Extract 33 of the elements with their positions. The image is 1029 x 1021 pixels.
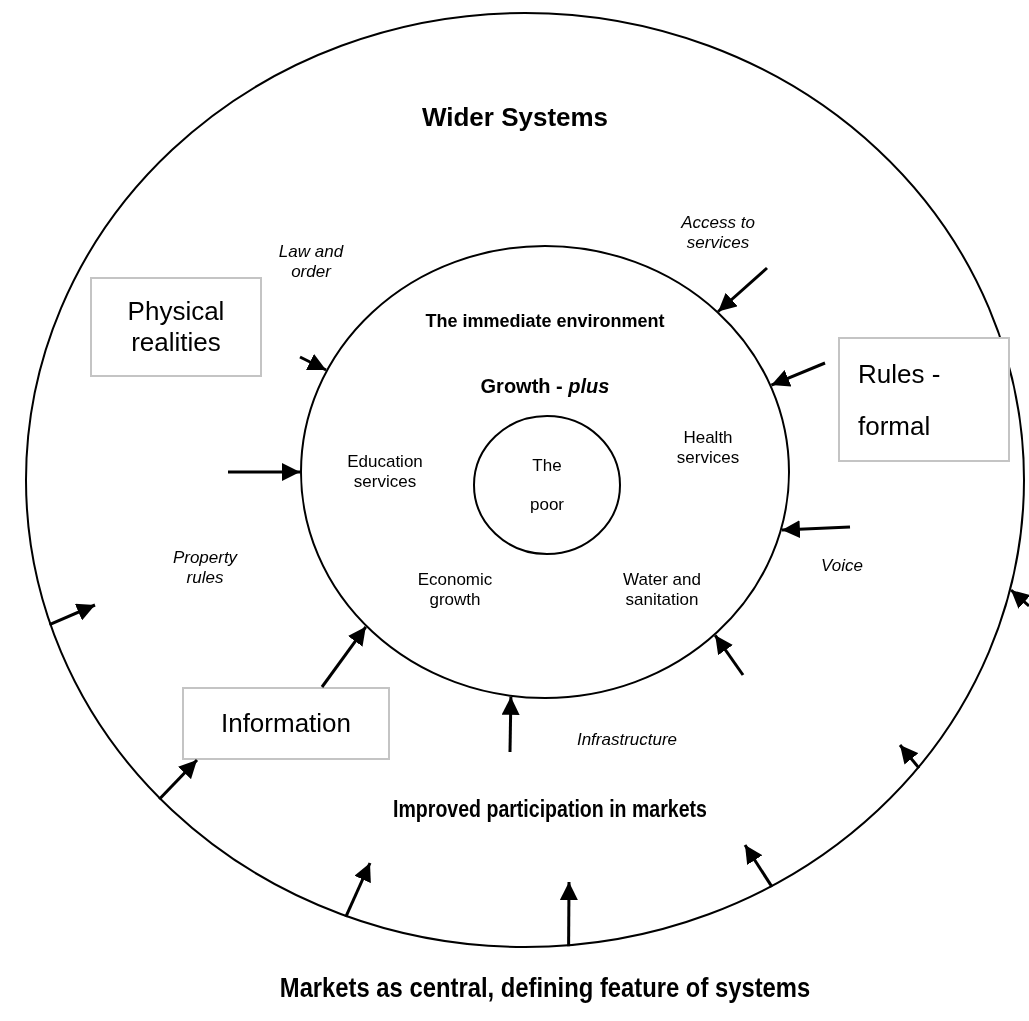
arrow: [320, 625, 367, 688]
caption: Markets as central, defining feature of systems: [278, 971, 812, 1005]
italic-label: Law and order: [277, 241, 345, 283]
text-box: Physical realities: [90, 277, 262, 377]
arrow: [781, 520, 851, 539]
italic-label: Property rules: [171, 547, 239, 589]
arrow: [1010, 588, 1029, 609]
service-label: Health services: [675, 427, 741, 469]
section-heading: Growth - plus: [479, 374, 611, 398]
italic-label: Voice: [820, 555, 864, 577]
service-label: Economic growth: [416, 569, 494, 611]
text-box: Rules - formal: [838, 337, 1010, 462]
arrow: [713, 634, 745, 676]
arrow: [717, 266, 768, 313]
arrow: [770, 361, 826, 387]
band-label: Improved participation in markets: [392, 796, 708, 824]
service-label: Water and sanitation: [622, 569, 702, 611]
arrow: [228, 463, 300, 481]
italic-label: Infrastructure: [575, 729, 679, 751]
circle-title: Wider Systems: [420, 102, 610, 134]
arrow: [48, 603, 96, 626]
text-box: Information: [182, 687, 390, 760]
arrow: [898, 744, 921, 770]
arrow: [559, 882, 578, 947]
circle-label: The poor: [529, 454, 565, 516]
service-label: Education services: [346, 451, 424, 493]
arrow: [743, 844, 774, 888]
arrow: [344, 862, 372, 918]
italic-label: Access to services: [679, 212, 756, 254]
arrow: [158, 758, 199, 801]
circle-title: The immediate environment: [424, 311, 666, 333]
arrow: [299, 353, 327, 372]
arrow: [501, 696, 520, 753]
